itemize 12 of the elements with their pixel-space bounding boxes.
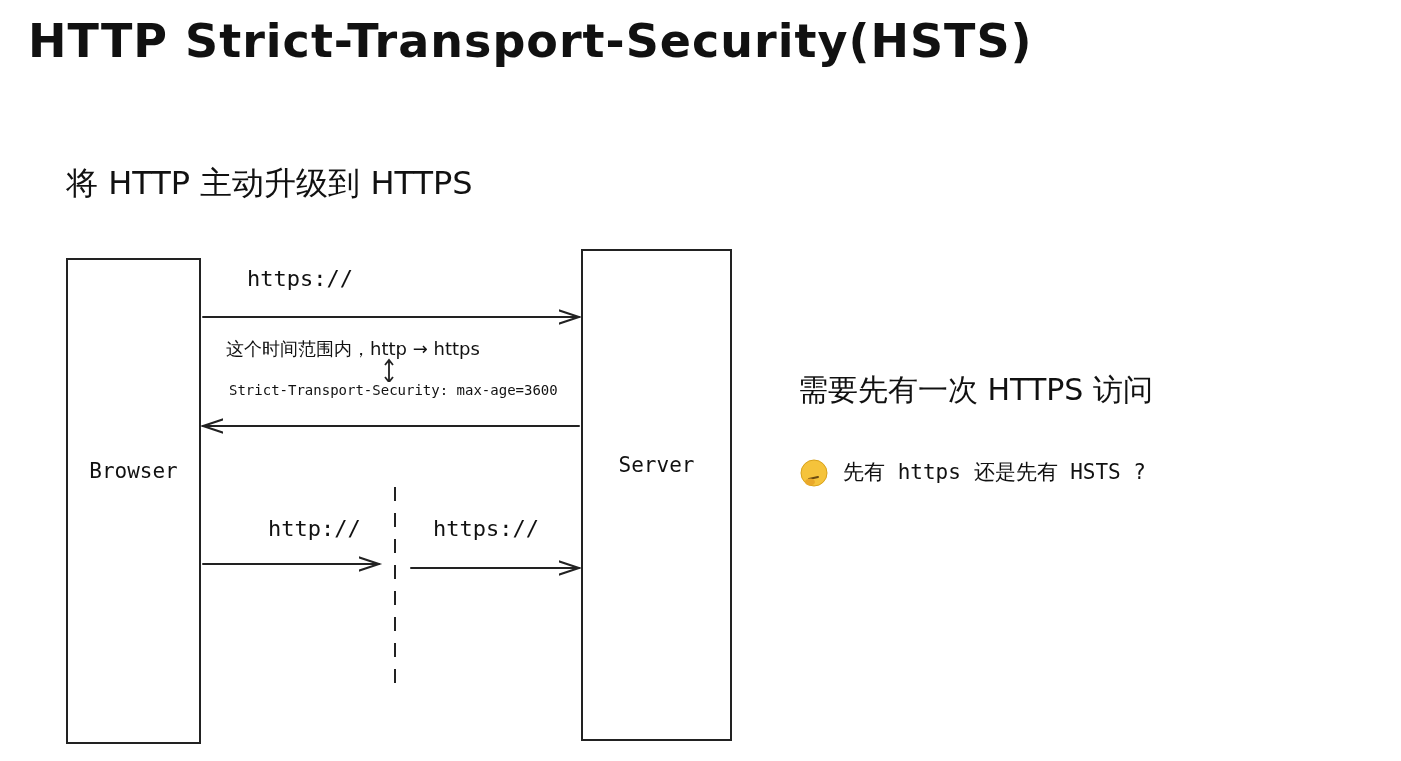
subtitle: 将 HTTP 主动升级到 HTTPS [66, 163, 473, 204]
arrow [202, 555, 380, 573]
edge-label: Strict-Transport-Security: max-age=3600 [229, 382, 558, 398]
lifeline-box: Browser [66, 258, 201, 744]
heading: 需要先有一次 HTTPS 访问 [798, 371, 1153, 409]
question: 先有 https 还是先有 HSTS ? [843, 459, 1146, 486]
arrow [202, 308, 580, 326]
arrow [410, 559, 580, 577]
note: 这个时间范围内，http → https [226, 337, 480, 361]
lifeline-box: Server [581, 249, 732, 741]
title: HTTP Strict-Transport-Security(HSTS) [28, 14, 1033, 68]
arrow [202, 417, 580, 435]
